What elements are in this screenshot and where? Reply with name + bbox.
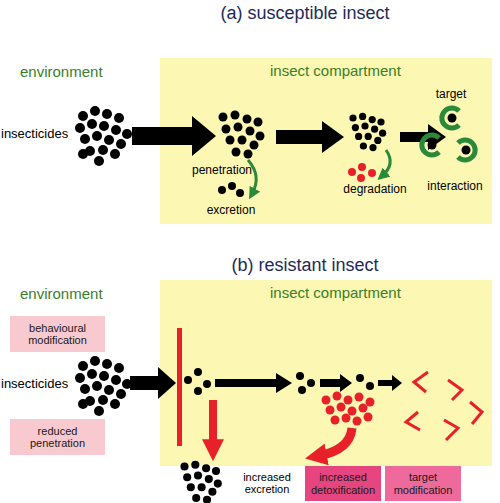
panel-title: (b) resistant insect (170, 256, 440, 276)
resistance-mechanism-box: target modification (385, 466, 461, 501)
process-label: excretion (196, 204, 266, 217)
compartment-heading: insect compartment (270, 63, 492, 80)
process-label: insecticides (1, 377, 77, 391)
resistance-mechanism-box: increased detoxification (305, 466, 381, 501)
process-label: degradation (333, 183, 417, 196)
resistance-mechanism-box: behavioural modification (10, 316, 105, 352)
compartment-heading: insect compartment (270, 285, 492, 302)
mechanism-label: increased detoxification (308, 471, 378, 495)
process-label: environment (20, 64, 140, 81)
process-label: environment (20, 286, 140, 303)
mechanism-label: behavioural modification (13, 322, 102, 346)
process-label: target (420, 88, 482, 101)
mechanism-label: reduced penetration (13, 425, 102, 449)
process-label: insecticides (1, 127, 77, 141)
process-label: penetration (182, 164, 262, 177)
resistance-mechanism-box: reduced penetration (10, 419, 105, 455)
resistant-illustration (75, 328, 482, 503)
insect-compartment: insect compartment (160, 58, 492, 224)
susceptible-illustration (75, 106, 475, 197)
process-label: increased excretion (232, 471, 302, 495)
mechanism-label: target modification (388, 471, 458, 495)
panel-title: (a) susceptible insect (170, 4, 440, 24)
process-label: interaction (418, 180, 492, 193)
insect-compartment: insect compartment (160, 280, 492, 466)
